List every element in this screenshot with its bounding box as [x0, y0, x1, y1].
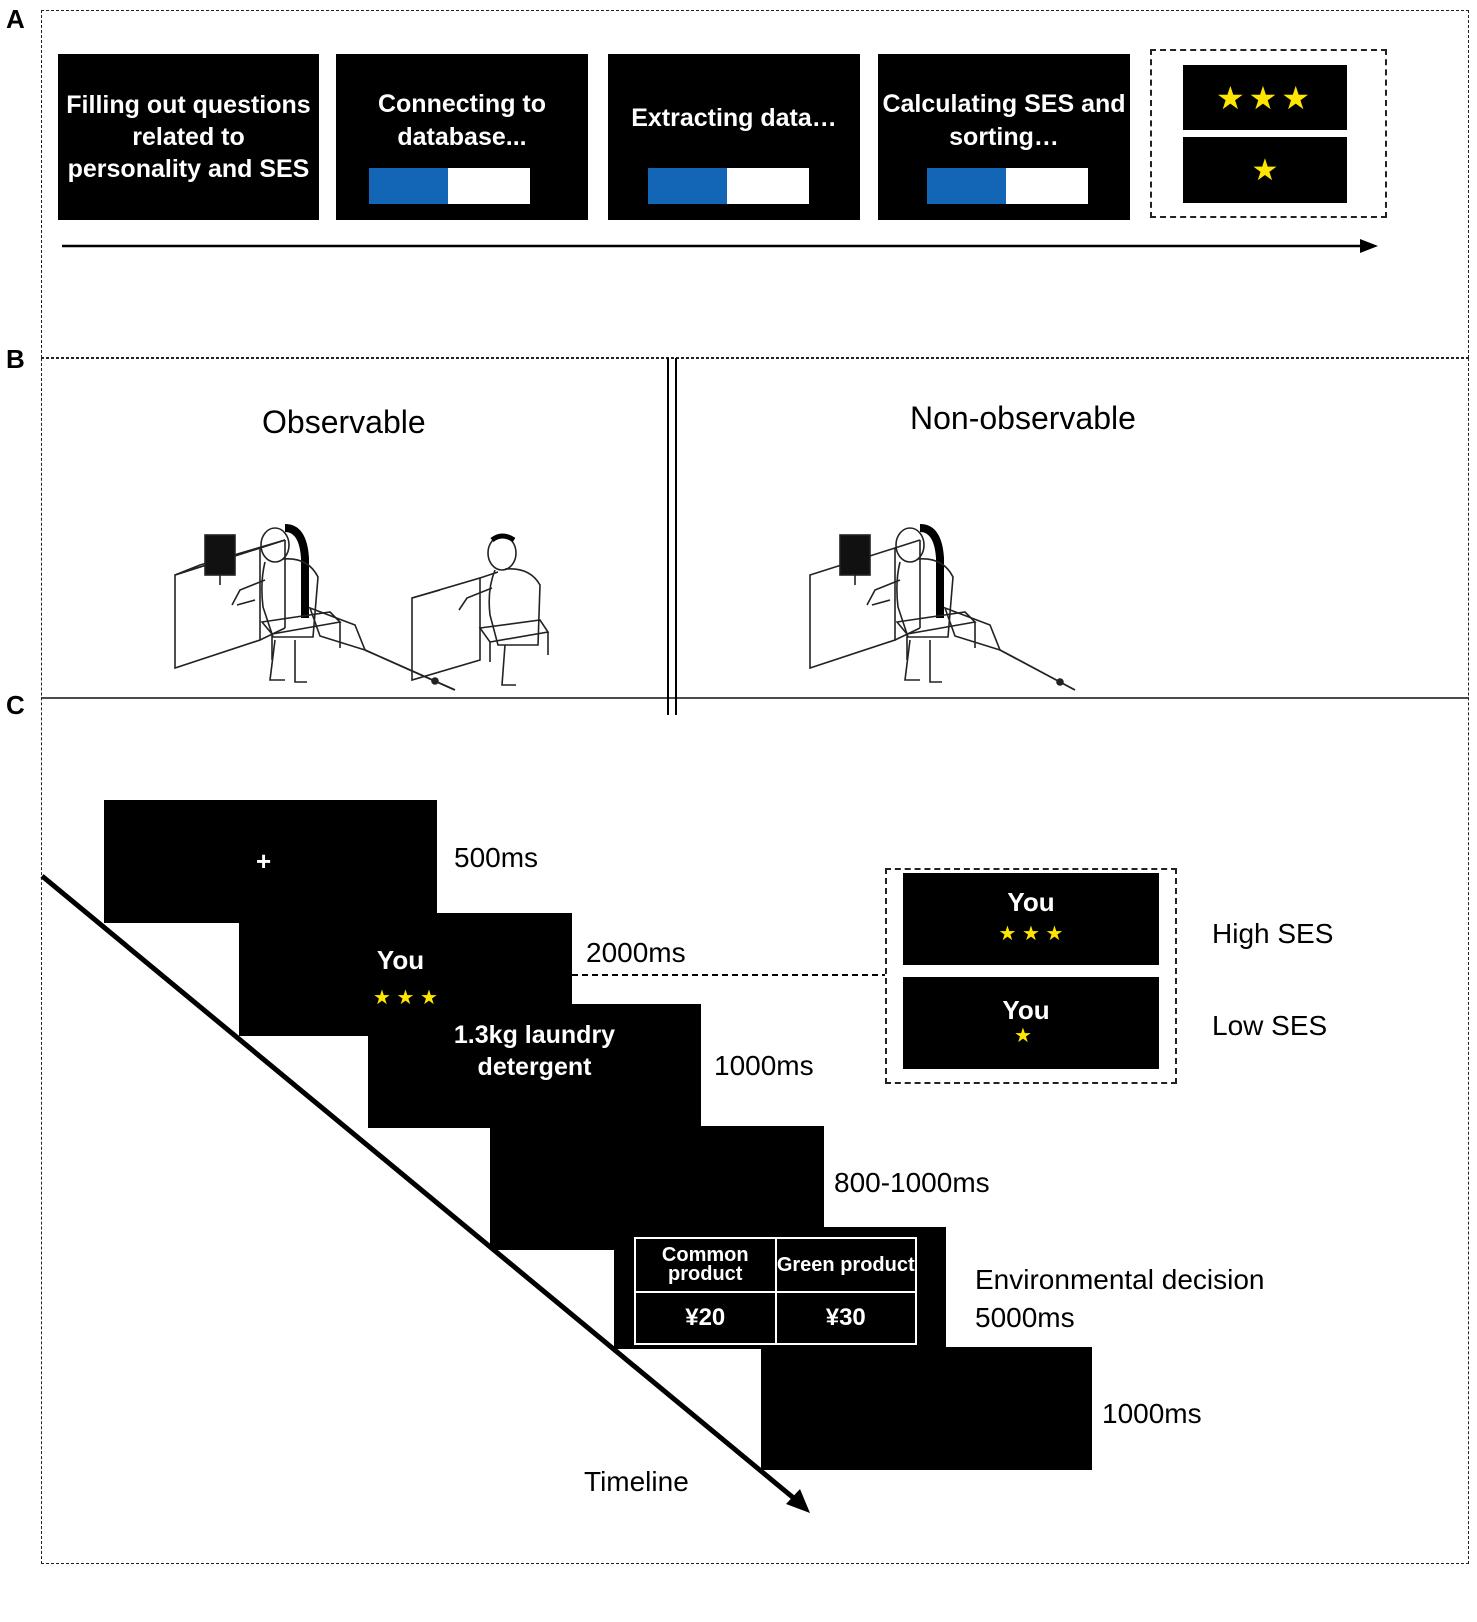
progress-bar-calculating [927, 168, 1088, 204]
step-personality-questions: Filling out questions related to persona… [58, 54, 319, 220]
panel-b-letter: B [6, 344, 25, 374]
star-icon: ★ ★ ★ [998, 923, 1064, 945]
panel-a-letter: A [6, 4, 25, 34]
step-extracting-text: Extracting data… [631, 104, 837, 132]
progress-bar-connecting [369, 168, 530, 204]
common-product-price: ¥20 [634, 1291, 777, 1345]
progress-fill [648, 168, 727, 204]
progress-bar-extracting [648, 168, 809, 204]
final-blank-screen [761, 1347, 1092, 1470]
ses-high-screen: ★★★ [1183, 65, 1347, 130]
decision-label: Environmental decision [975, 1264, 1265, 1295]
decision-duration: 5000ms [975, 1302, 1075, 1333]
progress-fill [369, 168, 448, 204]
ses-result-frame [1150, 49, 1387, 218]
star-icon: ★ ★ ★ [373, 987, 438, 1009]
final-duration: 1000ms [1102, 1398, 1202, 1429]
low-ses-you-label: You [1002, 995, 1050, 1025]
green-product-price: ¥30 [774, 1291, 917, 1345]
arrowhead-icon [1360, 239, 1378, 253]
star-icon: ★ [1014, 1025, 1032, 1047]
eeg-participant-drawing-alone [809, 524, 1076, 691]
product-duration: 1000ms [714, 1050, 814, 1081]
self-ses-duration: 2000ms [586, 937, 686, 968]
panel-c-letter: C [6, 690, 25, 720]
step-extracting: Extracting data… [608, 54, 860, 220]
progress-fill [927, 168, 1006, 204]
product-text: 1.3kg laundry detergent [453, 1021, 616, 1081]
step-personality-text: Filling out questions related to persona… [66, 91, 311, 183]
timeline-arrow [40, 874, 798, 1502]
fixation-cross-icon: + [256, 846, 272, 876]
star-icon: ★ [1251, 153, 1279, 187]
non-observable-label: Non-observable [910, 400, 1136, 436]
product-screen: 1.3kg laundry detergent [368, 1004, 701, 1128]
low-ses-label: Low SES [1212, 1010, 1328, 1041]
low-ses-screen: You ★ [903, 977, 1159, 1069]
you-label: You [376, 945, 425, 975]
timeline-label: Timeline [584, 1466, 689, 1497]
ses-low-screen: ★ [1183, 137, 1347, 203]
progress-empty [447, 168, 530, 204]
step-calculating: Calculating SES and sorting… [878, 54, 1130, 220]
fixation-duration: 500ms [454, 842, 539, 873]
eeg-participant-drawing [174, 524, 456, 691]
panel-a-frame [41, 10, 1469, 358]
blank-duration: 800-1000ms [834, 1167, 990, 1198]
observable-label: Observable [262, 404, 426, 440]
progress-empty [726, 168, 809, 204]
high-ses-screen: You ★ ★ ★ [903, 873, 1159, 965]
high-ses-label: High SES [1212, 918, 1334, 949]
fixation-screen: + [104, 800, 437, 923]
progress-empty [1005, 168, 1088, 204]
step-connecting-text: Connecting to database... [377, 90, 547, 151]
green-product-header: Green product [774, 1237, 917, 1293]
choice-table: Common product Green product ¥20 ¥30 [634, 1237, 917, 1345]
high-ses-you-label: You [1007, 887, 1055, 917]
common-product-header: Common product [634, 1237, 777, 1293]
ses-legend-frame [885, 868, 1177, 1084]
observer-drawing [411, 533, 550, 686]
step-calculating-text: Calculating SES and sorting… [882, 90, 1126, 151]
panel-bc-frame [41, 358, 1469, 1564]
star-icon: ★★★ [1215, 79, 1315, 116]
arrowhead-icon [786, 1489, 810, 1513]
step-connecting: Connecting to database... [336, 54, 588, 220]
